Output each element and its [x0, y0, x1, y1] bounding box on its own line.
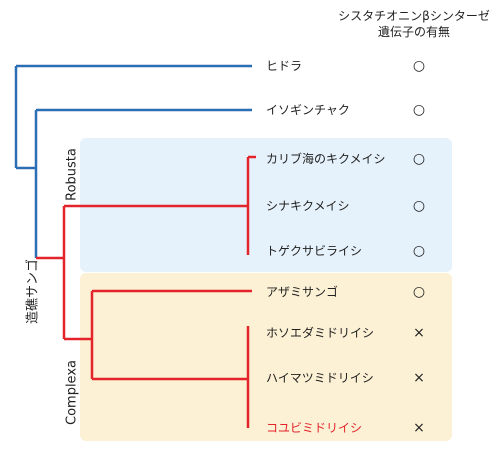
clade-label-robusta: Robusta	[64, 148, 80, 201]
taxon-label: カリブ海のキクメイシ	[266, 152, 386, 166]
gene-presence-mark: ○	[412, 58, 426, 74]
gene-absence-mark: ×	[413, 420, 425, 436]
complexa-panel	[80, 273, 452, 441]
clade-label-reef-coral: 造礁サンゴ	[25, 259, 41, 325]
gene-presence-mark: ○	[412, 102, 426, 118]
taxon-label-highlighted: コユビミドリイシ	[266, 421, 363, 435]
clade-label-complexa: Complexa	[64, 360, 80, 425]
taxon-label: トゲクサビライシ	[266, 244, 363, 258]
gene-presence-mark: ○	[412, 284, 426, 300]
gene-header-line1: シスタチオニンβシンターゼ	[338, 9, 490, 23]
gene-absence-mark: ×	[413, 325, 425, 341]
taxon-label: ヒドラ	[266, 59, 303, 73]
taxon-label: ハイマツミドリイシ	[266, 371, 374, 385]
taxon-label: イソギンチャク	[266, 103, 350, 117]
taxon-label: シナキクメイシ	[266, 199, 350, 213]
gene-presence-mark: ○	[412, 198, 426, 214]
gene-presence-mark: ○	[412, 243, 426, 259]
gene-absence-mark: ×	[413, 370, 425, 386]
gene-header: シスタチオニンβシンターゼ 遺伝子の有無	[334, 8, 494, 40]
taxon-label: ホソエダミドリイシ	[266, 326, 375, 340]
gene-presence-mark: ○	[412, 151, 426, 167]
taxon-label: アザミサンゴ	[266, 285, 339, 299]
gene-header-line2: 遺伝子の有無	[377, 25, 450, 39]
